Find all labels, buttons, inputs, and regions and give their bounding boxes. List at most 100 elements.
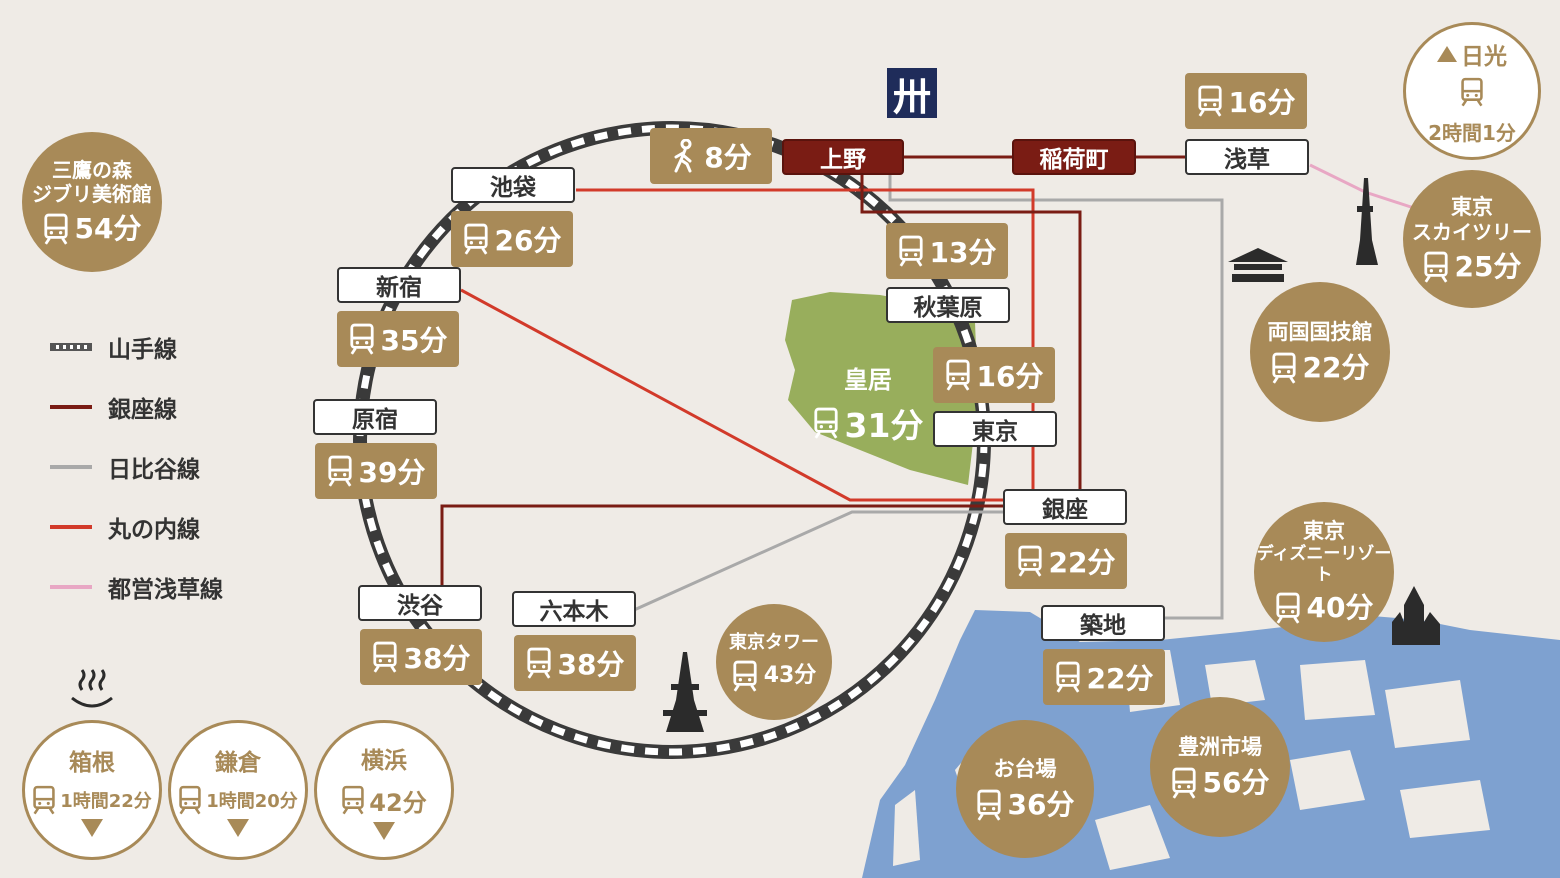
station-label: 東京: [972, 419, 1018, 445]
attraction-name: 東京: [1303, 519, 1345, 544]
tokyo-tower-icon: [663, 652, 707, 732]
time-roppongi: 38分: [514, 635, 636, 691]
time-tokyo: 16分: [933, 347, 1055, 403]
legend-item: 日比谷線: [50, 450, 200, 484]
ginza-line-shibuya: [440, 504, 1003, 586]
imperial-palace-area: [785, 292, 978, 485]
attraction-time: 54分: [74, 212, 142, 246]
time-label: 8分: [704, 141, 752, 174]
daytrip-time: 1時間20分: [206, 791, 298, 812]
legend-swatch: [50, 585, 92, 589]
attraction-name: 両国国技館: [1267, 319, 1373, 344]
train-icon: [463, 223, 489, 255]
marunouchi-line-shinjuku: [460, 288, 1003, 502]
time-label: 16分: [1228, 86, 1296, 119]
time-harajuku: 39分: [315, 443, 437, 499]
palace-time: 31分: [844, 406, 924, 445]
station-label: 渋谷: [397, 593, 443, 619]
legend-label: 山手線: [108, 337, 177, 363]
train-icon: [945, 359, 971, 391]
train-icon: [1460, 77, 1484, 107]
legend-swatch: [50, 465, 92, 469]
station-ikebukuro: 池袋: [451, 167, 575, 203]
station-label: 稲荷町: [1039, 147, 1109, 173]
legend-swatch: [50, 343, 92, 351]
attraction-time: 40分: [1306, 591, 1374, 625]
legend-label: 日比谷線: [108, 457, 200, 483]
daytrip-nikko: 日光 2時間1分: [1403, 22, 1541, 160]
attraction-odaiba: お台場 36分: [956, 720, 1094, 858]
station-roppongi: 六本木: [512, 591, 636, 627]
attraction-name: 東京タワー: [729, 632, 819, 654]
station-ueno: 上野: [782, 139, 904, 175]
attraction-time: 25分: [1454, 249, 1522, 283]
legend-item: 都営浅草線: [50, 570, 223, 604]
daytrip-name: 日光: [1461, 43, 1507, 70]
attraction-time: 22分: [1302, 350, 1370, 384]
attraction-tokyo-tower: 東京タワー 43分: [716, 604, 832, 720]
hibiya-line-roppongi: [633, 510, 1003, 612]
station-label: 六本木: [539, 599, 609, 625]
legend-item: 銀座線: [50, 390, 177, 424]
time-label: 16分: [976, 360, 1044, 393]
daytrip-name: 箱根: [69, 750, 115, 776]
attraction-kokugikan: 両国国技館 22分: [1250, 282, 1390, 422]
train-icon: [526, 647, 552, 679]
train-icon: [372, 641, 398, 673]
time-tsukiji: 22分: [1043, 649, 1165, 705]
attraction-name: 三鷹の森: [52, 158, 132, 183]
station-label: 築地: [1080, 613, 1126, 639]
walking-person-icon: [674, 139, 692, 173]
legend-item: 山手線: [50, 330, 177, 364]
time-shibuya: 38分: [360, 629, 482, 685]
station-asakusa: 浅草: [1185, 139, 1309, 175]
attraction-name: 東京: [1451, 194, 1493, 219]
attraction-name: ディズニーリゾート: [1256, 544, 1392, 585]
time-label: 26分: [494, 224, 562, 257]
attraction-name: お台場: [993, 756, 1057, 781]
train-icon: [1055, 661, 1081, 693]
attraction-name: スカイツリー: [1412, 219, 1532, 244]
train-icon: [327, 455, 353, 487]
legend-swatch: [50, 405, 92, 409]
daytrip-time: 1時間22分: [60, 791, 152, 812]
station-inaricho: 稲荷町: [1012, 139, 1136, 175]
legend-label: 銀座線: [108, 397, 177, 423]
daytrip-name: 横浜: [361, 747, 407, 774]
train-icon: [1197, 85, 1223, 117]
attraction-name: ジブリ美術館: [32, 182, 152, 207]
train-icon: [813, 407, 839, 439]
time-label: 13分: [929, 236, 997, 269]
station-label: 浅草: [1224, 147, 1270, 173]
station-shibuya: 渋谷: [358, 585, 482, 621]
legend-label: 丸の内線: [108, 517, 200, 543]
daytrip-yokohama: 横浜 42分: [314, 720, 454, 860]
daytrip-time: 2時間1分: [1428, 120, 1516, 145]
attraction-name: 豊洲市場: [1178, 734, 1262, 759]
legend-swatch: [50, 525, 92, 529]
skytree-icon: [1356, 178, 1378, 265]
daytrip-kamakura: 鎌倉 1時間20分: [168, 720, 308, 860]
station-label: 銀座: [1042, 497, 1088, 523]
attraction-toyosu-market: 豊洲市場 56分: [1150, 697, 1290, 837]
attraction-disney-resort: 東京 ディズニーリゾート 40分: [1254, 502, 1394, 642]
station-shinjuku: 新宿: [337, 267, 461, 303]
ginza-line-south: [860, 175, 1082, 506]
palace-name: 皇居: [844, 366, 892, 394]
train-icon: [1017, 545, 1043, 577]
station-tsukiji: 築地: [1041, 605, 1165, 641]
legend-item: 丸の内線: [50, 510, 200, 544]
palace-label: 皇居 31分: [798, 360, 938, 447]
station-tokyo: 東京: [933, 411, 1057, 447]
south-arrow-icon: [81, 819, 103, 837]
time-label: 35分: [380, 324, 448, 357]
train-icon: [1171, 767, 1197, 799]
castle-icon: [1392, 586, 1440, 645]
attraction-skytree: 東京 スカイツリー 25分: [1403, 170, 1541, 308]
time-label: 22分: [1048, 546, 1116, 579]
attraction-time: 43分: [763, 662, 817, 688]
station-label: 池袋: [490, 175, 536, 201]
hot-spring-icon: [71, 669, 113, 708]
station-harajuku: 原宿: [313, 399, 437, 435]
